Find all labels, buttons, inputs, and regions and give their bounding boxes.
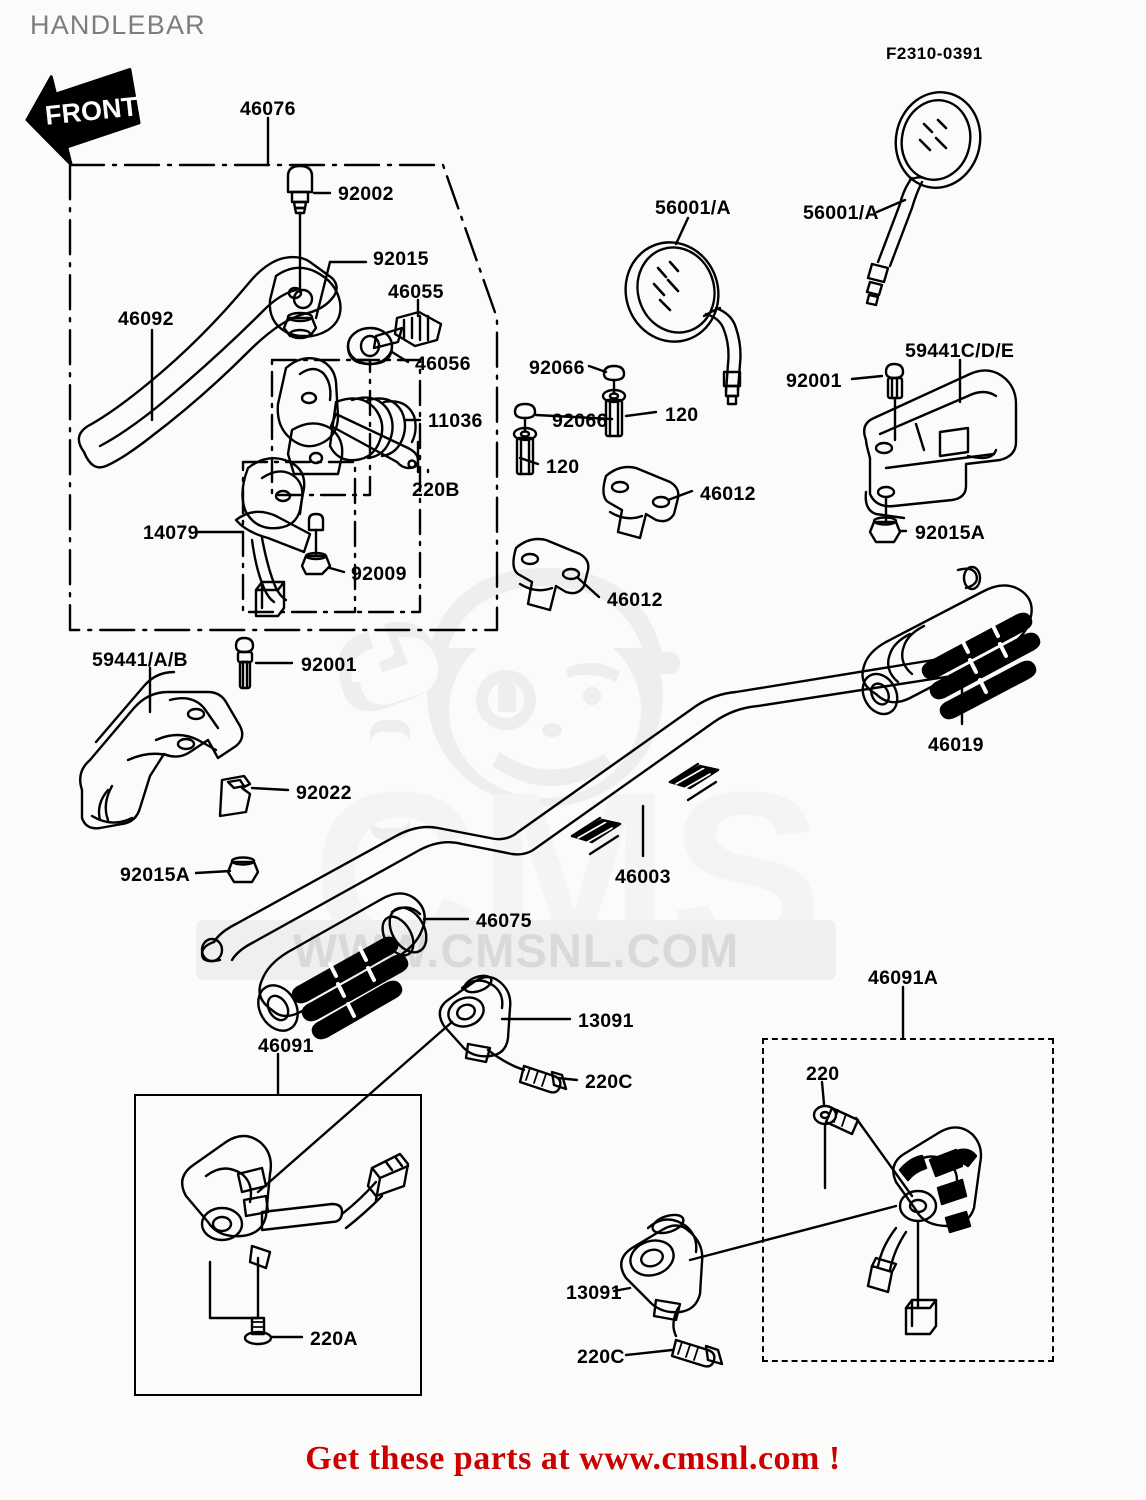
- callout-220a: 220A: [310, 1328, 358, 1350]
- callout-92022: 92022: [296, 782, 352, 804]
- callout-46019: 46019: [928, 734, 984, 756]
- callout-220: 220: [806, 1063, 840, 1085]
- callout-46012-upper: 46012: [700, 483, 756, 505]
- callout-13091-lower: 13091: [566, 1282, 622, 1304]
- cmsnl-watermark: CMS: [312, 568, 823, 1001]
- front-direction-arrow: FRONT: [14, 62, 154, 172]
- callout-92015a-right: 92015A: [915, 522, 986, 544]
- callout-46092: 46092: [118, 308, 174, 330]
- callout-46091a: 46091A: [868, 967, 939, 989]
- fiche-code: F2310-0391: [886, 44, 983, 63]
- callout-46076: 46076: [240, 98, 296, 120]
- callout-46055: 46055: [388, 281, 444, 303]
- callout-92001-right: 92001: [786, 370, 842, 392]
- callout-46012-lower: 46012: [607, 589, 663, 611]
- svg-text:CMS: CMS: [312, 744, 823, 1001]
- group-box-46091a: [762, 1038, 1054, 1362]
- page-title: HANDLEBAR: [30, 10, 206, 40]
- callout-13091-upper: 13091: [578, 1010, 634, 1032]
- callout-11036: 11036: [428, 410, 483, 432]
- callout-220c-lower: 220C: [577, 1346, 625, 1368]
- callout-46056: 46056: [415, 353, 471, 375]
- group-box-46091: [134, 1094, 422, 1396]
- callout-92015a-left: 92015A: [120, 864, 191, 886]
- callout-92001-left: 92001: [301, 654, 357, 676]
- callout-120-upper: 120: [665, 404, 699, 426]
- callout-14079: 14079: [143, 522, 199, 544]
- callout-92009: 92009: [351, 563, 407, 585]
- callout-56001a-right: 56001/A: [803, 202, 879, 224]
- callout-59441cde: 59441C/D/E: [905, 340, 1015, 362]
- callout-59441ab: 59441/A/B: [92, 649, 188, 671]
- callout-92015: 92015: [373, 248, 429, 270]
- callout-120-lower: 120: [546, 456, 580, 478]
- callout-92066-upper: 92066: [529, 357, 585, 379]
- callout-220c-upper: 220C: [585, 1071, 633, 1093]
- callout-46091: 46091: [258, 1035, 314, 1057]
- callout-46003: 46003: [615, 866, 671, 888]
- callout-220b: 220B: [412, 479, 460, 501]
- callout-92066-lower: 92066: [552, 410, 608, 432]
- callout-56001a-left: 56001/A: [655, 197, 731, 219]
- callout-46075: 46075: [476, 910, 532, 932]
- footer-note: Get these parts at www.cmsnl.com !: [305, 1440, 841, 1477]
- callout-92002: 92002: [338, 183, 394, 205]
